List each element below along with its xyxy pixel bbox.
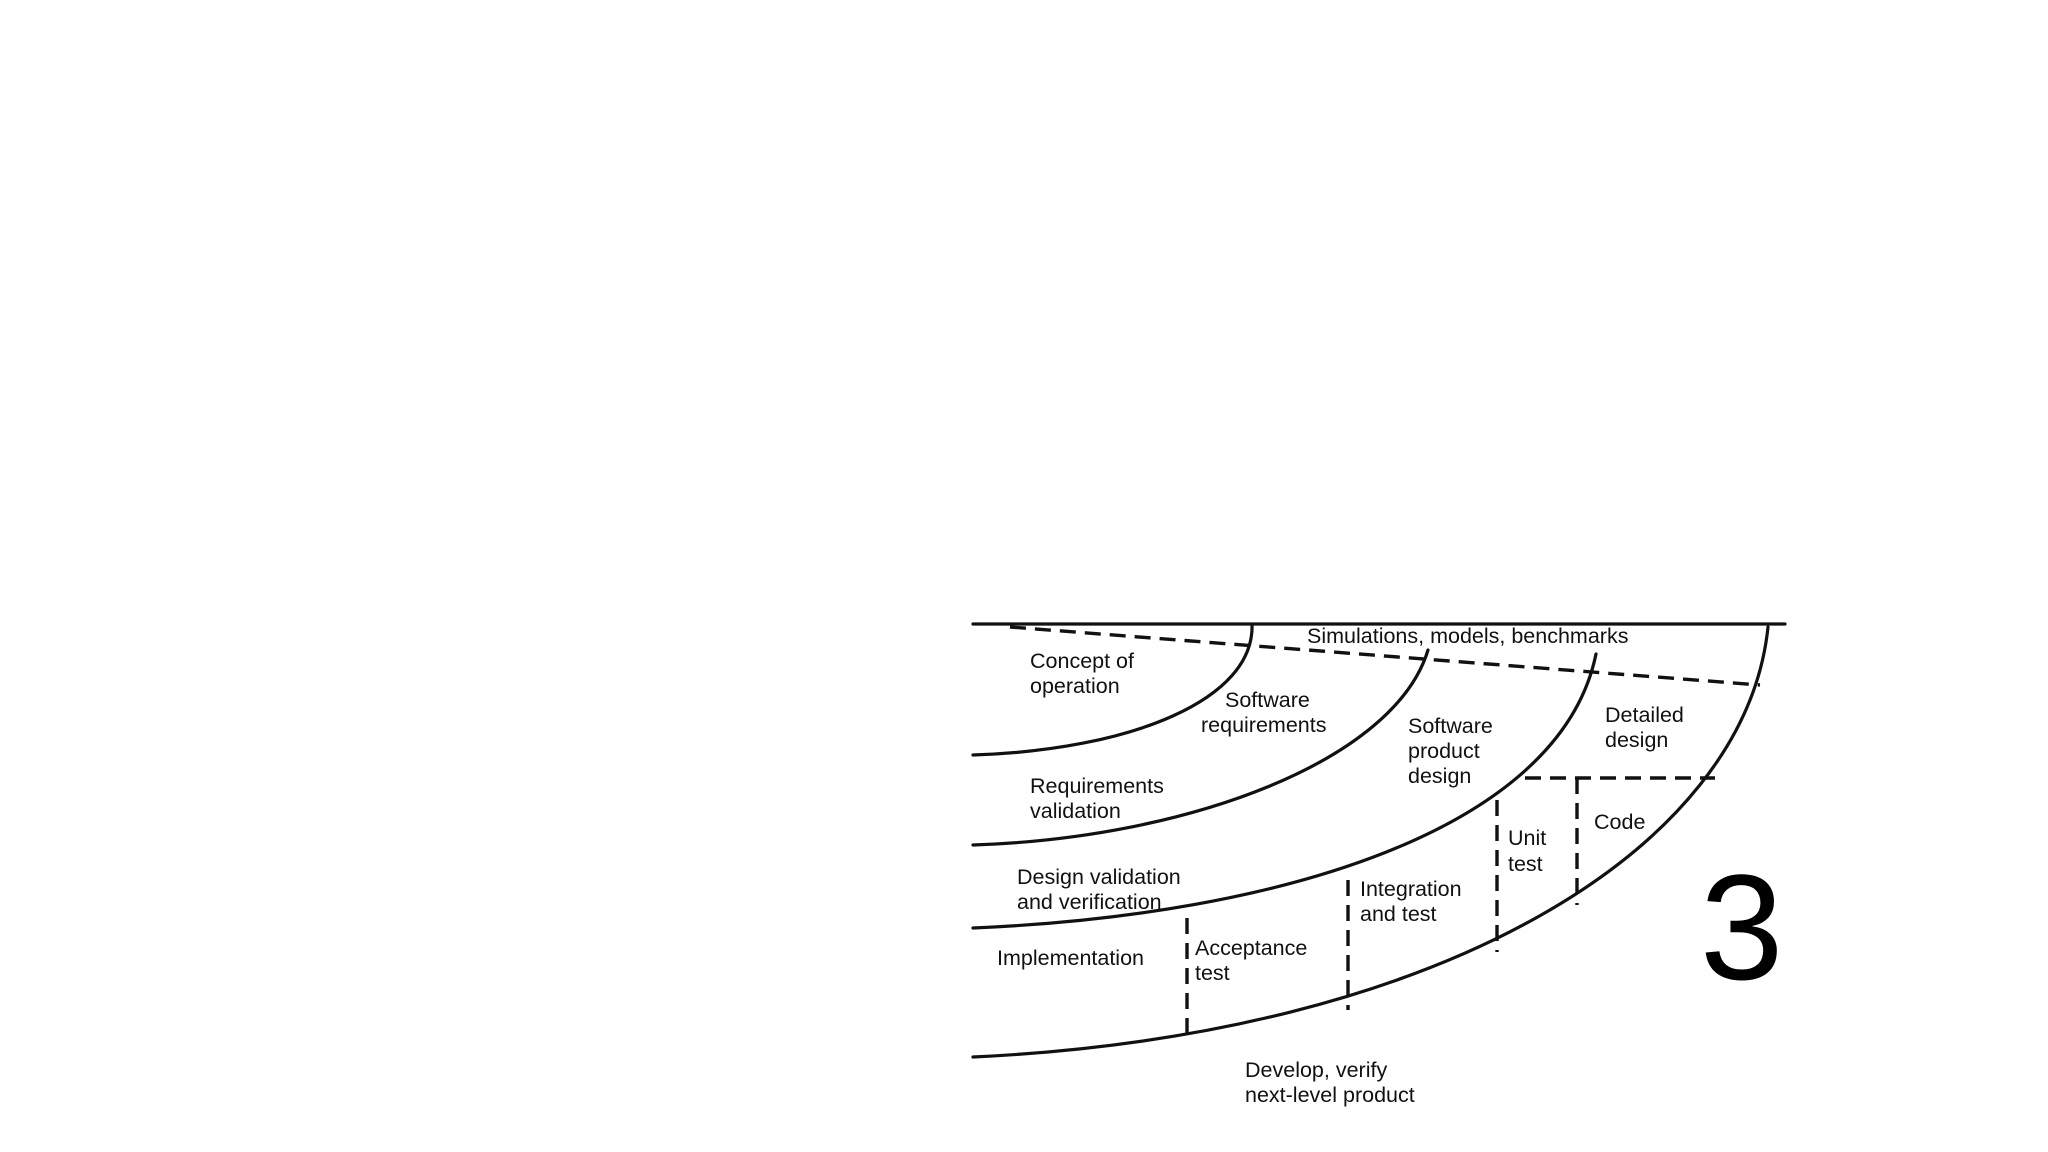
slide-number: 3	[1700, 843, 1784, 1011]
arc-4-outer	[971, 625, 1770, 1059]
label-software-requirements: Software requirements	[1201, 688, 1326, 737]
label-concept-of-operation: Concept of operation	[1030, 649, 1140, 698]
arc-3-product-design	[971, 652, 1598, 930]
label-implementation: Implementation	[997, 946, 1144, 970]
label-integration-test: Integration and test	[1360, 877, 1468, 926]
arc-2-requirements	[971, 648, 1430, 847]
label-develop-verify: Develop, verify next-level product	[1245, 1058, 1415, 1107]
label-software-product-design: Software product design	[1408, 714, 1499, 788]
label-detailed-design: Detailed design	[1605, 703, 1690, 752]
label-unit-test: Unit test	[1508, 826, 1552, 876]
label-design-validation: Design validation and verification	[1017, 865, 1187, 914]
dashed-simulations-line	[1009, 625, 1761, 687]
label-requirements-validation: Requirements validation	[1030, 774, 1170, 823]
label-code: Code	[1594, 810, 1645, 834]
arc-1-concept	[971, 622, 1254, 757]
label-simulations: Simulations, models, benchmarks	[1307, 624, 1628, 648]
label-acceptance-test: Acceptance test	[1195, 936, 1313, 985]
